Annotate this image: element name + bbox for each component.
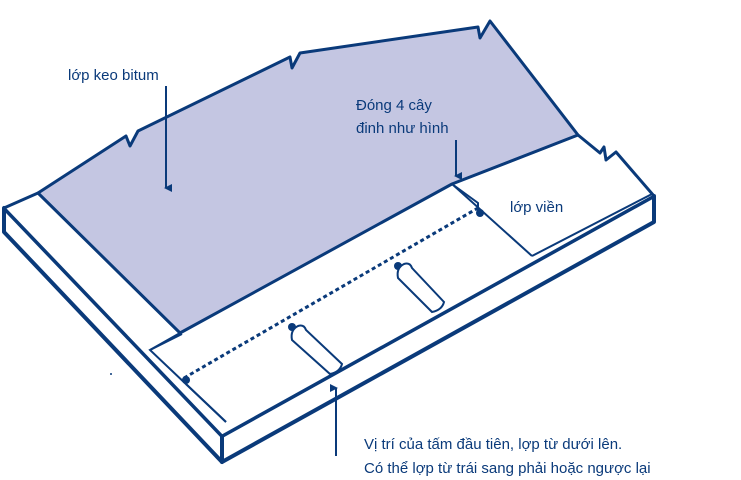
bitumin-layer-label: lớp keo bitum bbox=[68, 67, 159, 84]
edge-layer-divider bbox=[451, 183, 533, 257]
nail-1 bbox=[182, 376, 190, 384]
tab-slot-2 bbox=[396, 262, 446, 314]
nail-4 bbox=[476, 209, 484, 217]
nail-dotted-line bbox=[183, 206, 479, 380]
nail-instruction-line1: Đóng 4 cây bbox=[356, 97, 432, 114]
stray-dot bbox=[110, 373, 112, 375]
first-sheet-caption-line1: Vị trí của tấm đầu tiên, lợp từ dưới lên… bbox=[364, 436, 622, 453]
edge-layer-front-line bbox=[531, 193, 653, 257]
tab-slot-left bbox=[185, 383, 227, 423]
first-sheet-caption-line2: Có thể lợp từ trái sang phải hoặc ngược … bbox=[364, 460, 651, 477]
tab-slot-1 bbox=[290, 324, 344, 376]
edge-layer-top-line bbox=[451, 133, 579, 186]
nail-instruction-line2: đinh như hình bbox=[356, 120, 449, 137]
edge-layer-label: lớp viền bbox=[510, 199, 563, 216]
left-strip-line bbox=[37, 192, 181, 334]
